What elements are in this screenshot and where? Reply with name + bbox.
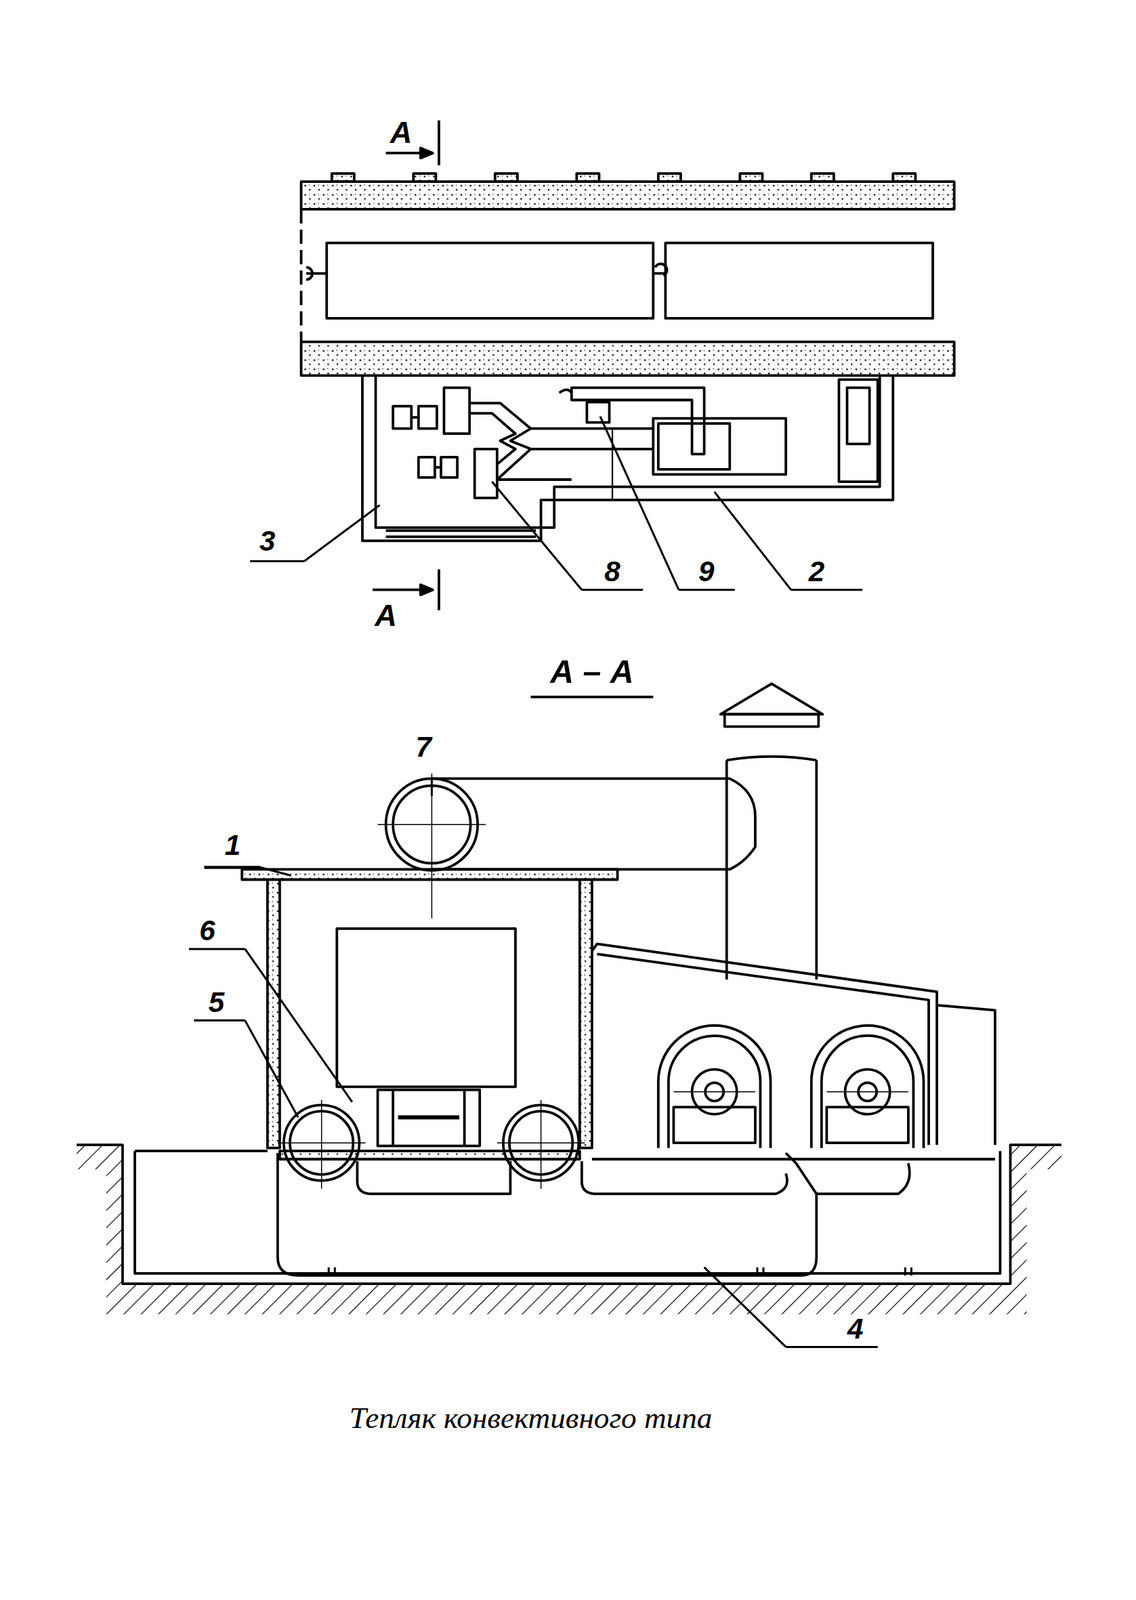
section-mark: А <box>390 117 413 148</box>
caption: Тепляк конвективного типа <box>349 1403 713 1435</box>
callout-number: 4 <box>847 1314 864 1344</box>
callout-number: 6 <box>199 916 215 945</box>
callout-number: 7 <box>415 732 432 762</box>
section-mark: А – А <box>550 655 634 688</box>
callout-number: 5 <box>208 988 225 1017</box>
section-marker <box>372 120 654 698</box>
callout-number: 2 <box>808 557 825 586</box>
callout-number: 1 <box>224 830 241 859</box>
callout-number: 3 <box>259 526 276 555</box>
leader-line <box>188 778 878 1347</box>
section-view <box>76 683 1062 1315</box>
leader-line <box>249 416 863 591</box>
callout-number: 8 <box>604 557 620 586</box>
section-mark: А <box>374 600 397 631</box>
callout-number: 9 <box>698 557 714 586</box>
plan-view <box>301 173 955 541</box>
